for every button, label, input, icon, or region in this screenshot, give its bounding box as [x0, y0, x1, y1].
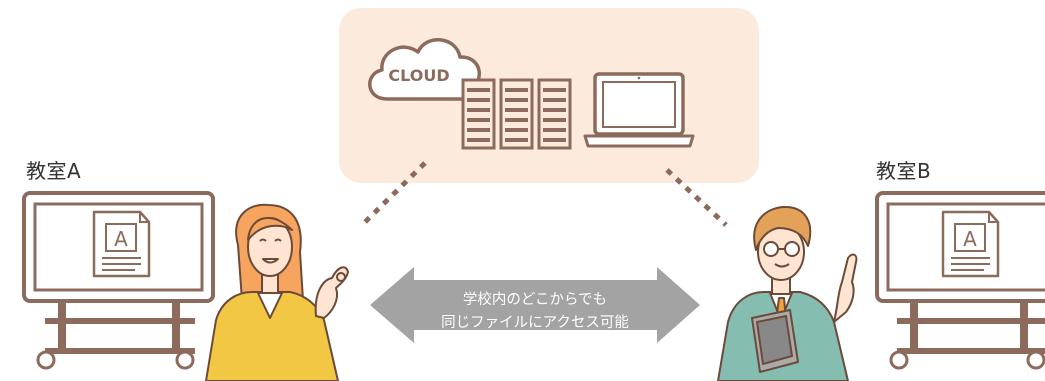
arrow-caption-line2: 同じファイルにアクセス可能: [441, 315, 629, 331]
bidirectional-arrow: [370, 267, 700, 343]
teacher-a-illustration: [205, 203, 349, 381]
cloud-label: CLOUD: [388, 66, 449, 85]
server-slots: [467, 88, 566, 142]
board-letter-b: A: [963, 227, 977, 251]
classroom-a-label: 教室A: [26, 159, 82, 183]
document-icon-a: A: [92, 210, 151, 278]
link-right-dotted: [665, 168, 728, 227]
classroom-b-label: 教室B: [876, 159, 932, 183]
document-icon-b: A: [941, 210, 1000, 278]
arrow-caption-line1: 学校内のどこからでも: [462, 292, 608, 308]
board-letter-a: A: [114, 227, 128, 251]
teacher-b-illustration: [717, 206, 858, 381]
link-left-dotted: [360, 161, 427, 227]
laptop-icon: [583, 72, 695, 148]
